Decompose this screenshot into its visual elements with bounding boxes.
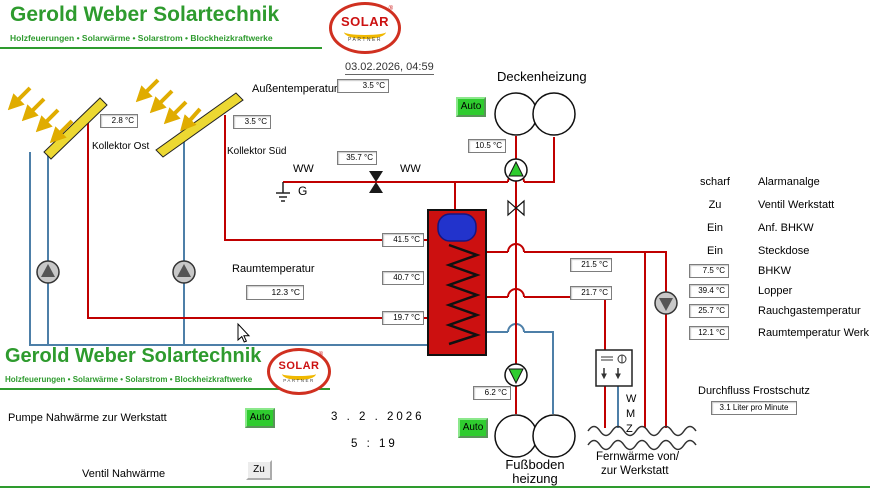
status-label-anf-bhkw: Anf. BHKW — [758, 222, 814, 234]
logo-partner-text: PARTNER — [348, 36, 382, 43]
durchfluss-value: 3.1 Liter pro Minute — [711, 401, 797, 415]
pump-kollektor-ost — [36, 260, 60, 284]
auto-button-fussboden[interactable]: Auto — [458, 418, 488, 438]
wmz-letter-w: W — [626, 393, 637, 405]
collector-ost-panel — [43, 97, 108, 160]
logo-partner-text: PARTNER — [283, 378, 315, 383]
deckenheizung-temp: 10.5 °C — [468, 139, 506, 153]
aussentemperatur-value: 3.5 °C — [337, 79, 389, 93]
heat-exchanger-coil — [445, 243, 481, 346]
ventil-nahwaerme-label: Ventil Nahwärme — [82, 468, 166, 480]
fernwaerme-label-line2: zur Werkstatt — [601, 465, 669, 477]
kollektor-sued-value: 3.5 °C — [233, 115, 271, 129]
tank-temp-top: 41.5 °C — [382, 233, 424, 247]
header-divider — [0, 47, 322, 49]
pump-fussboden — [504, 363, 528, 387]
tank-top-port — [437, 213, 477, 242]
sun-rays-icon — [7, 78, 202, 144]
footer-date: 3 . 2 . 2026 — [331, 411, 425, 423]
durchfluss-label: Durchfluss Frostschutz — [698, 385, 810, 397]
kollektor-sued-label: Kollektor Süd — [227, 146, 287, 157]
valve-ww — [369, 171, 383, 193]
footer-time: 5 : 19 — [351, 438, 398, 450]
label-rauchgas: Rauchgastemperatur — [758, 305, 861, 317]
status-state-alarm: scharf — [700, 176, 730, 188]
status-label-alarm: Alarmanalge — [758, 176, 820, 188]
fernwaerme-return-temp: 21.7 °C — [570, 286, 612, 300]
buffer-tank — [427, 209, 487, 356]
logo-registered-mark: ® — [318, 352, 323, 358]
solar-partner-logo-small: SOLAR PARTNER ® — [267, 348, 331, 395]
value-lopper: 39.4 °C — [689, 284, 729, 298]
ww-label-right: WW — [400, 163, 421, 175]
value-raum-werk: 12.1 °C — [689, 326, 729, 340]
logo-swoosh-icon — [282, 368, 316, 380]
aussentemperatur-label: Außentemperatur — [252, 83, 338, 95]
footer-title: Gerold Weber Solartechnik — [5, 345, 262, 367]
brand-subtitle: Holzfeuerungen • Solarwärme • Solarstrom… — [10, 33, 273, 43]
fussboden-temp: 6.2 °C — [473, 386, 511, 400]
heat-meter-wmz — [595, 349, 633, 387]
collector-sued-panel — [155, 92, 244, 158]
bottom-border-line — [0, 486, 870, 488]
kollektor-ost-label: Kollektor Ost — [92, 141, 150, 152]
deckenheizung-radiator — [494, 92, 576, 136]
mouse-cursor — [237, 322, 251, 343]
fussboden-label-line2: heizung — [512, 471, 558, 486]
wmz-letter-z: Z — [626, 423, 633, 435]
ww-temp-value: 35.7 °C — [337, 151, 377, 165]
kollektor-ost-value: 2.8 °C — [100, 114, 138, 128]
label-lopper: Lopper — [758, 285, 793, 297]
auto-button-deckenheizung[interactable]: Auto — [456, 97, 486, 117]
status-state-ventil: Zu — [708, 199, 722, 211]
logo-registered-mark: ® — [388, 6, 393, 12]
tank-temp-mid: 40.7 °C — [382, 271, 424, 285]
label-bhkw: BHKW — [758, 265, 791, 277]
fussboden-label-line1: Fußboden — [505, 457, 565, 472]
status-label-steckdose: Steckdose — [758, 245, 810, 257]
footer-divider — [0, 388, 330, 390]
ground-icon — [276, 182, 290, 202]
logo-solar-text: SOLAR — [341, 13, 389, 29]
wmz-letter-m: M — [626, 408, 636, 420]
status-state-steckdose: Ein — [707, 245, 723, 257]
valve-deckenheizung — [507, 199, 525, 217]
g-label: G — [298, 184, 308, 198]
datetime-display: 03.02.2026, 04:59 — [345, 61, 434, 75]
raumtemperatur-value: 12.3 °C — [246, 285, 304, 300]
status-state-anf-bhkw: Ein — [707, 222, 723, 234]
pump-kollektor-sued — [172, 260, 196, 284]
fernwaerme-supply-temp: 21.5 °C — [570, 258, 612, 272]
zu-button-ventil-nahwaerme[interactable]: Zu — [246, 460, 272, 480]
value-bhkw: 7.5 °C — [689, 264, 729, 278]
auto-button-pumpe-nahwaerme[interactable]: Auto — [245, 408, 275, 428]
fernwaerme-break-symbol — [587, 425, 697, 451]
fussbodenheizung-radiator — [494, 414, 576, 458]
pumpe-nahwaerme-label: Pumpe Nahwärme zur Werkstatt — [8, 412, 167, 424]
raumtemperatur-label: Raumtemperatur — [232, 263, 315, 275]
page-title: Gerold Weber Solartechnik — [10, 3, 280, 26]
status-label-ventil: Ventil Werkstatt — [758, 199, 835, 211]
value-rauchgas: 25.7 °C — [689, 304, 729, 318]
label-raum-werk: Raumtemperatur Werk — [758, 327, 870, 339]
footer-subtitle: Holzfeuerungen • Solarwärme • Solarstrom… — [5, 375, 253, 384]
solar-partner-logo: SOLAR PARTNER ® — [329, 2, 401, 54]
deckenheizung-label: Deckenheizung — [497, 69, 587, 84]
ww-label-left: WW — [293, 163, 314, 175]
pump-deckenheizung — [504, 158, 528, 182]
fernwaerme-label-line1: Fernwärme von/ — [596, 451, 680, 463]
pump-fernwaerme — [654, 291, 678, 315]
tank-temp-bottom: 19.7 °C — [382, 311, 424, 325]
logo-swoosh-icon — [344, 25, 386, 39]
